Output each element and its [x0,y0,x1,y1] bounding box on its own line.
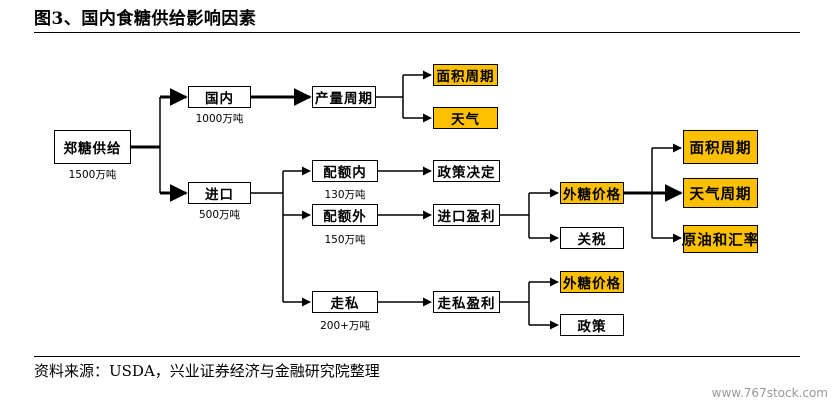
node-tariff: 关税 [560,227,624,249]
amount-out-quota: 150万吨 [324,234,366,246]
node-policy: 政策 [560,314,624,336]
node-smuggling: 走私 [312,291,378,313]
node-weather-cycle: 天气周期 [683,178,758,208]
node-area-cycle-foreign: 面积周期 [683,130,758,164]
amount-in-quota: 130万吨 [324,189,366,201]
node-production-cycle: 产量周期 [312,86,376,108]
node-supply: 郑糖供给 [54,130,131,164]
amount-imports: 500万吨 [198,209,241,221]
top-rule [34,32,800,33]
amount-supply: 1500万吨 [68,169,117,181]
amount-domestic: 1000万吨 [195,113,244,125]
node-out-quota: 配额外 [312,204,378,226]
node-in-quota: 配额内 [312,160,378,182]
node-area-cycle-domestic: 面积周期 [433,64,498,86]
node-domestic: 国内 [188,86,251,108]
bottom-rule [34,356,800,357]
node-imports: 进口 [188,182,251,204]
node-oil-fx: 原油和汇率 [682,225,758,253]
amount-smuggling: 200+万吨 [320,320,370,332]
node-foreign-price-import: 外糖价格 [560,182,624,204]
watermark: www.767stock.com [711,386,828,400]
node-smuggling-profit: 走私盈利 [433,291,500,313]
source-note: 资料来源：USDA，兴业证券经济与金融研究院整理 [34,362,380,380]
node-import-profit: 进口盈利 [433,204,500,226]
figure-title: 图3、国内食糖供给影响因素 [34,9,257,29]
node-foreign-price-smuggling: 外糖价格 [560,271,624,293]
node-policy-decision: 政策决定 [433,160,500,182]
node-weather: 天气 [433,107,498,129]
